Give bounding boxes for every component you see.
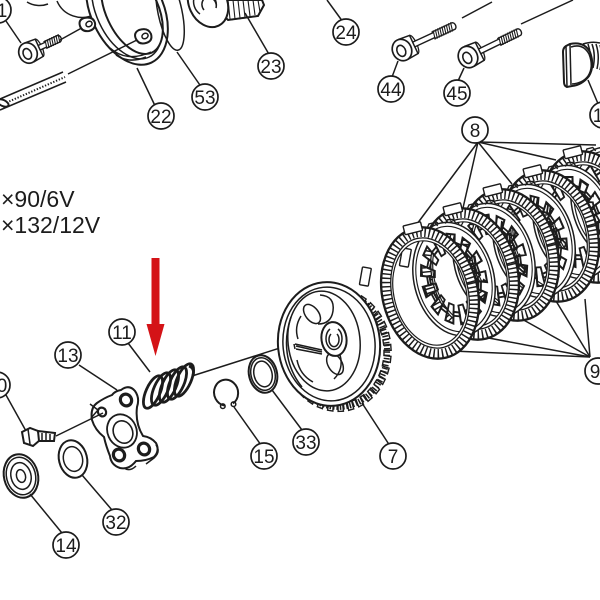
svg-text:33: 33 — [295, 433, 316, 454]
svg-text:7: 7 — [388, 447, 399, 468]
svg-text:×90/6V: ×90/6V — [1, 186, 75, 212]
svg-text:11: 11 — [112, 323, 132, 344]
svg-text:8: 8 — [470, 121, 481, 142]
svg-text:23: 23 — [260, 57, 281, 78]
svg-text:45: 45 — [446, 84, 467, 105]
svg-text:44: 44 — [380, 80, 402, 101]
svg-text:32: 32 — [105, 513, 126, 534]
svg-text:1: 1 — [0, 1, 7, 22]
svg-text:9: 9 — [590, 362, 600, 383]
svg-text:53: 53 — [194, 88, 215, 109]
svg-text:×132/12V: ×132/12V — [1, 212, 101, 238]
svg-text:22: 22 — [150, 107, 171, 128]
svg-text:15: 15 — [253, 447, 274, 468]
svg-text:0: 0 — [0, 376, 7, 397]
svg-text:13: 13 — [57, 346, 78, 367]
svg-text:14: 14 — [55, 536, 77, 557]
svg-text:24: 24 — [335, 23, 357, 44]
svg-text:1: 1 — [593, 106, 600, 127]
